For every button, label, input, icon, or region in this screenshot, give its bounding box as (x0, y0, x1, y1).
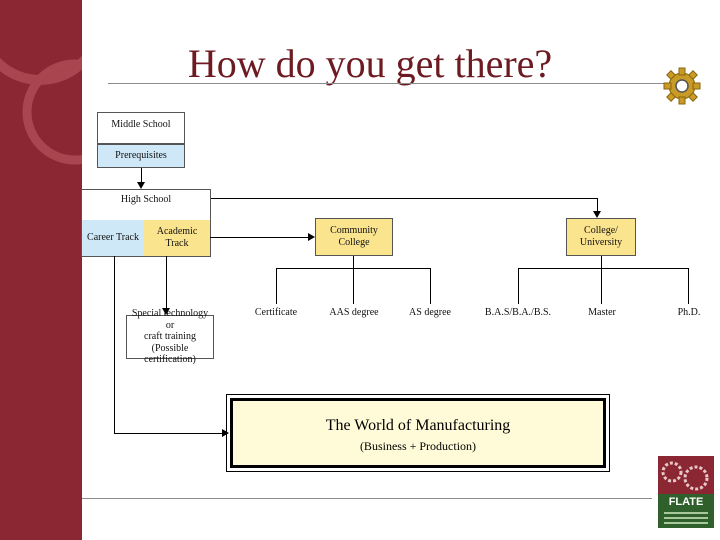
master-label: Master (588, 307, 616, 318)
connector-line (141, 168, 142, 182)
title-divider (108, 83, 668, 84)
arrow-right-icon (308, 233, 315, 241)
world-title: The World of Manufacturing (325, 417, 511, 434)
connector-line (688, 268, 689, 304)
logo-line (664, 522, 708, 524)
middle-school-box: Middle School (97, 112, 185, 144)
gear-art-icon (661, 461, 709, 491)
arrow-down-icon (162, 308, 170, 315)
special-training-box: Special technology or craft training (Po… (126, 308, 214, 365)
arrow-down-icon (137, 182, 145, 189)
connector-line (166, 256, 167, 310)
college-university-box: College/ University (566, 218, 636, 256)
footer-divider (82, 498, 652, 499)
logo-art (658, 456, 714, 494)
page-title: How do you get there? (187, 41, 553, 86)
connector-line (353, 268, 354, 304)
connector-line (430, 268, 431, 304)
aas-degree-label: AAS degree (329, 307, 379, 318)
phd-label: Ph.D. (677, 307, 701, 318)
gear-icon (663, 67, 701, 105)
arrow-down-icon (593, 211, 601, 218)
academic-track-label: Academic Track (156, 226, 198, 249)
logo-line (664, 517, 708, 519)
connector-line (353, 256, 354, 268)
logo-line (664, 512, 708, 514)
connector-line (518, 268, 519, 304)
career-track-label: Career Track (87, 232, 139, 243)
logo-text: FLATE (668, 496, 704, 508)
prerequisites-box: Prerequisites (97, 144, 185, 168)
sidebar-decoration (0, 0, 82, 540)
connector-line (601, 256, 602, 268)
connector-line (518, 268, 688, 269)
special-training-label: Special technology or craft training (Po… (131, 308, 209, 366)
connector-line (601, 268, 602, 304)
high-school-label: High School (120, 194, 172, 205)
decorative-circles (0, 55, 82, 165)
prerequisites-label: Prerequisites (115, 150, 167, 161)
connector-line (210, 237, 308, 238)
connector-line (114, 256, 115, 434)
world-of-manufacturing-box: The World of Manufacturing (Business + P… (226, 394, 610, 472)
world-subtitle: (Business + Production) (359, 439, 477, 453)
academic-track-box: Academic Track (144, 220, 210, 256)
connector-line (211, 198, 597, 199)
arrow-right-icon (222, 429, 229, 437)
college-university-label: College/ University (579, 225, 623, 248)
connector-line (276, 268, 277, 304)
career-track-box: Career Track (82, 220, 144, 256)
community-college-label: Community College (330, 225, 378, 248)
community-college-box: Community College (315, 218, 393, 256)
as-degree-label: AS degree (409, 307, 451, 318)
middle-school-label: Middle School (111, 119, 171, 130)
connector-line (114, 433, 222, 434)
flate-logo: FLATE (658, 456, 714, 528)
certificate-label: Certificate (254, 307, 298, 318)
bachelor-degree-label: B.A.S/B.A./B.S. (484, 307, 552, 318)
connector-line (597, 198, 598, 211)
